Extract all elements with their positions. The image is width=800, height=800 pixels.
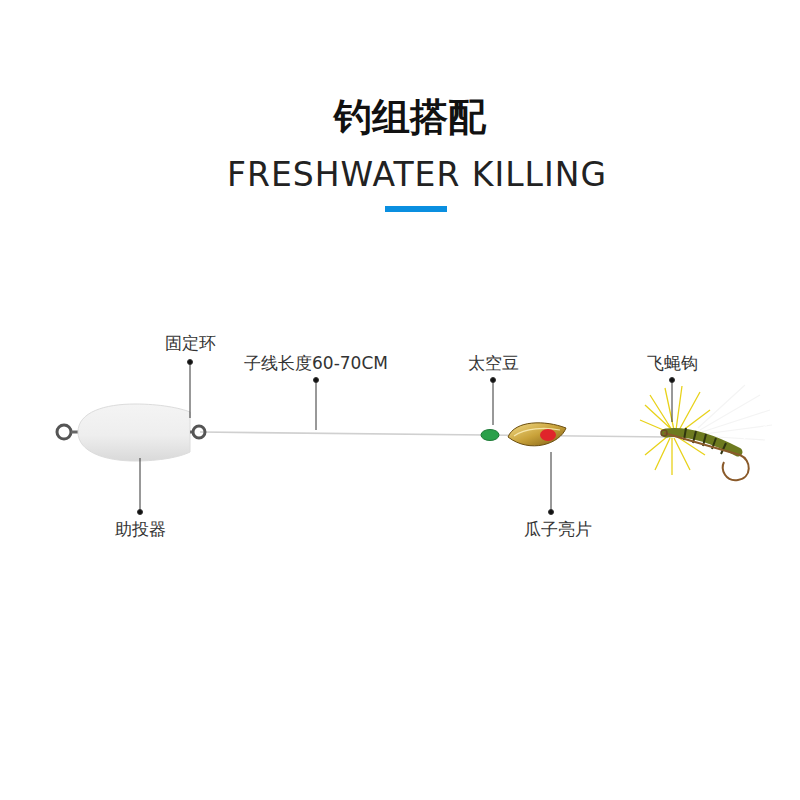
spinner-blade	[508, 423, 566, 446]
part-label: 太空豆	[468, 354, 519, 373]
fishing-line	[200, 432, 668, 437]
part-label: 助投器	[115, 520, 166, 539]
part-label: 飞蝇钩	[647, 354, 698, 373]
part-label: 瓜子亮片	[524, 520, 592, 539]
page-title: 钓组搭配	[334, 97, 486, 139]
space-bead	[481, 430, 499, 441]
casting-float	[57, 404, 205, 461]
fly-hook	[640, 385, 778, 480]
subtitle: FRESHWATER KILLING	[227, 157, 607, 193]
dimension-label: 子线长度60-70CM	[244, 354, 388, 373]
part-label: 固定环	[165, 334, 216, 353]
accent-bar	[385, 206, 447, 212]
leader-lines	[138, 360, 675, 515]
